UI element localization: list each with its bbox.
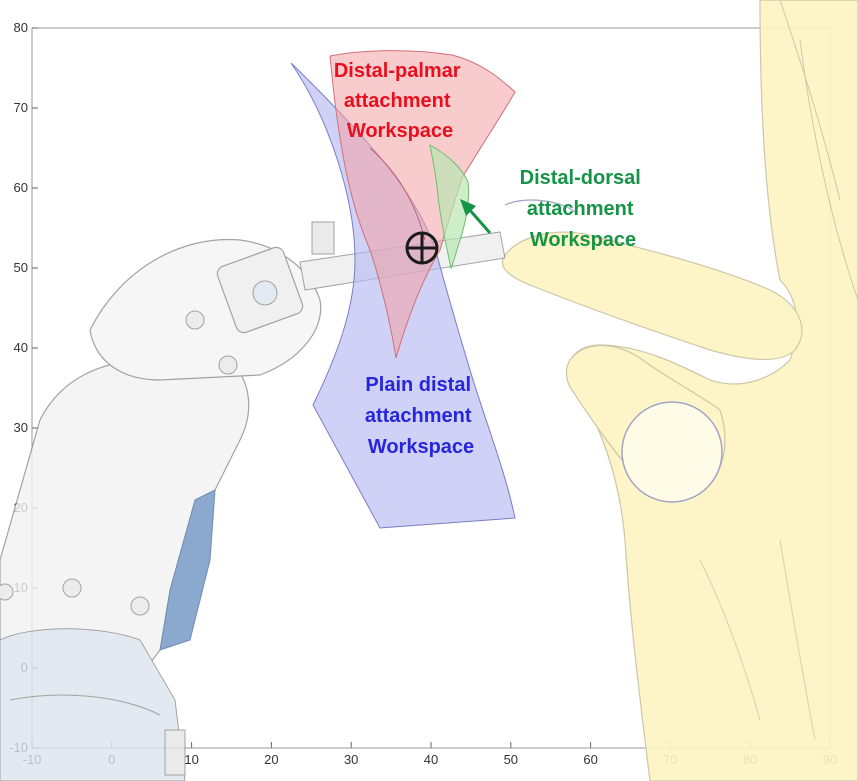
y-tick-label: 40 <box>14 340 28 355</box>
robot-base-rim <box>9 694 161 716</box>
plain-label-line-2: attachment <box>365 405 472 427</box>
robot-blue-pad <box>159 489 216 651</box>
y-tick-label: 70 <box>14 100 28 115</box>
palmar-label-line-3: Workspace <box>347 120 453 142</box>
index-finger <box>501 231 803 360</box>
x-tick-label: 50 <box>504 752 518 767</box>
y-tick-label: 50 <box>14 260 28 275</box>
y-tick-label: 30 <box>14 420 28 435</box>
robot-bolt-2 <box>218 355 238 375</box>
distal-dorsal-workspace <box>429 144 469 270</box>
crosshair-circle-icon <box>405 231 439 265</box>
dorsal-label-line-1: Distal-dorsal <box>520 167 641 189</box>
hand-crease-3 <box>699 559 761 721</box>
hand-crease-1 <box>779 0 841 201</box>
plain-label-line-1: Plain distal <box>365 374 471 396</box>
plain-label-line-3: Workspace <box>368 436 474 458</box>
x-tick-label: 30 <box>344 752 358 767</box>
palmar-overlap-outline <box>369 147 426 241</box>
robot-tool-collar <box>311 221 335 255</box>
workspaces <box>290 50 516 529</box>
robot-wrist-bolt <box>252 280 278 306</box>
palmar-label-line-1: Distal-palmar <box>334 60 461 82</box>
hand-palm <box>567 0 858 781</box>
fingernail-outline <box>504 199 576 213</box>
human-hand <box>501 0 858 781</box>
robot-bolt-4 <box>130 596 150 616</box>
robot-base-stub <box>164 729 186 776</box>
robot-bolt-3 <box>62 578 82 598</box>
hand-crease-2 <box>799 39 858 301</box>
plain-label: Plain distal attachment Workspace <box>365 374 477 458</box>
dorsal-label-line-2: attachment <box>527 198 634 220</box>
y-tick-label: 60 <box>14 180 28 195</box>
x-tick-label: 60 <box>583 752 597 767</box>
hand-crease-4 <box>779 539 816 741</box>
x-tick-label: 40 <box>424 752 438 767</box>
palmar-label-line-2: attachment <box>344 90 451 112</box>
robot-bolt-1 <box>185 310 205 330</box>
green-arrow-icon <box>460 199 492 234</box>
robot-base <box>0 628 186 781</box>
x-tick-label: 10 <box>184 752 198 767</box>
thumb-nail <box>621 401 723 503</box>
dorsal-label-line-3: Workspace <box>530 229 636 251</box>
dorsal-label: Distal-dorsal attachment Workspace <box>520 167 647 251</box>
robot-bolt-5 <box>0 583 14 601</box>
x-tick-label: 20 <box>264 752 278 767</box>
y-tick-label: 80 <box>14 20 28 35</box>
palmar-label: Distal-palmar attachment Workspace <box>334 60 466 142</box>
